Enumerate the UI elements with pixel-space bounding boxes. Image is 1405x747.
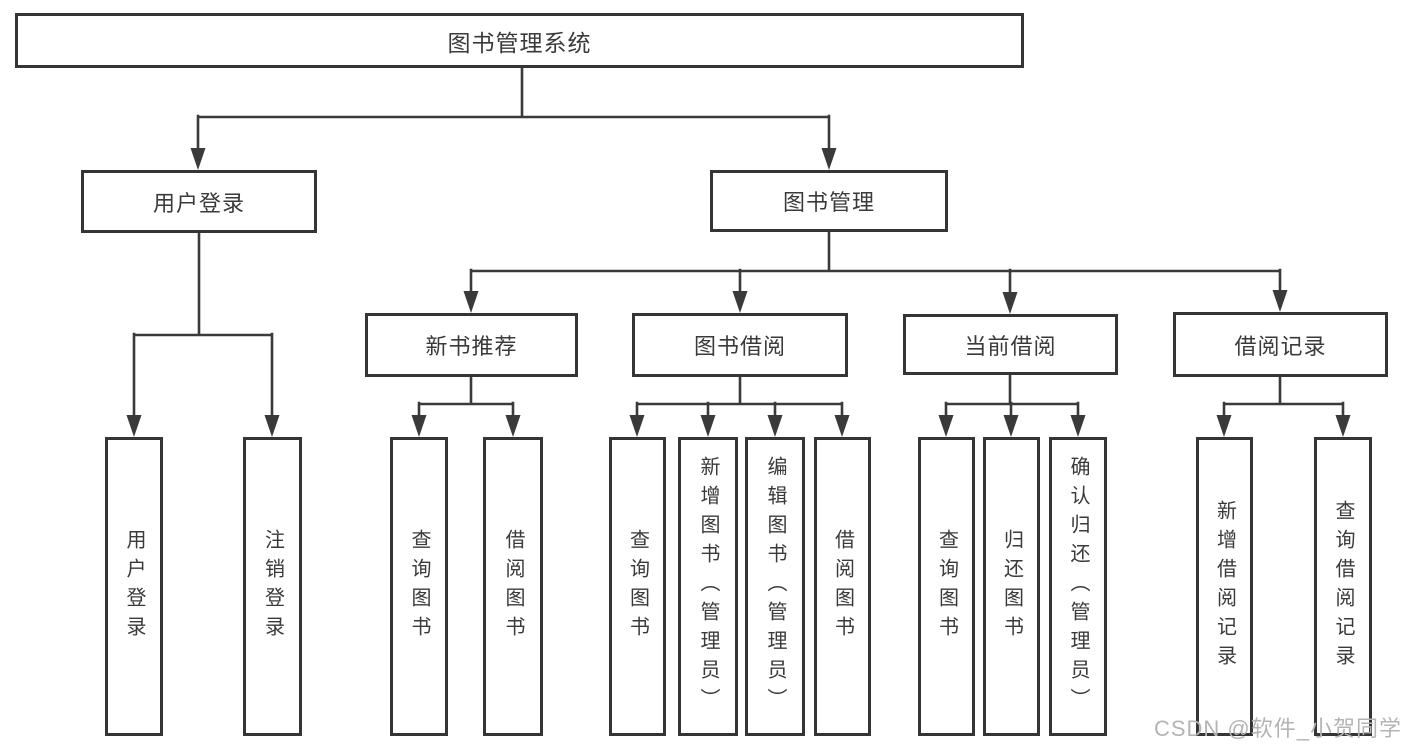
leaf-label: 新增借阅记录 [1213,499,1236,674]
leaf-borrow-books-borrowing: 借阅图书 [814,437,871,736]
leaf-label: 查询图书 [626,528,649,645]
node-borrow-records: 借阅记录 [1173,312,1388,377]
csdn-watermark: CSDN @软件_小贺同学 [1153,716,1402,741]
arrowhead [1002,292,1018,314]
arrowhead [767,415,783,437]
edge-records-split [1222,375,1345,418]
edge-current-split [944,373,1080,418]
leaf-logout: 注销登录 [243,437,302,736]
leaf-label: 确认归还（管理员） [1067,456,1089,717]
leaf-query-books-borrowing: 查询图书 [609,437,666,736]
leaf-label: 编辑图书（管理员） [764,456,786,717]
node-label: 用户登录 [152,190,245,216]
leaf-label: 借阅图书 [502,528,524,645]
leaf-label: 借阅图书 [831,528,854,645]
node-label: 图书管理系统 [447,29,592,56]
leaf-add-book-admin: 新增图书（管理员） [678,437,738,736]
arrowhead [700,415,716,437]
leaf-label: 注销登录 [261,528,284,645]
edge-mgmt-split [469,230,1282,295]
edge-rec-split [417,375,515,418]
node-label: 图书借阅 [693,334,786,359]
node-user-login: 用户登录 [81,170,317,233]
node-current-borrowing: 当前借阅 [903,314,1118,375]
node-label: 借阅记录 [1234,333,1327,359]
arrowhead [1272,290,1288,312]
arrowhead [1070,415,1086,437]
node-library-management-system: 图书管理系统 [15,13,1024,68]
leaf-return-books: 归还图书 [983,437,1040,736]
leaf-user-login: 用户登录 [105,437,163,736]
leaf-query-borrow-record: 查询借阅记录 [1314,437,1372,736]
node-book-borrowing: 图书借阅 [632,313,848,377]
arrowhead [1003,415,1019,437]
edge-login-split [132,231,274,418]
node-label: 图书管理 [782,190,875,215]
arrowhead [505,415,521,437]
arrowhead [732,291,748,313]
arrowhead [629,415,645,437]
leaf-edit-book-admin: 编辑图书（管理员） [745,437,805,736]
arrowhead [463,291,479,313]
leaf-borrow-books-recommend: 借阅图书 [483,437,543,736]
arrowhead [126,415,142,437]
leaf-add-borrow-record: 新增借阅记录 [1196,437,1253,736]
arrowhead [190,148,206,170]
leaf-label: 查询图书 [935,528,958,645]
node-label: 新书推荐 [425,334,518,359]
arrowhead [834,415,850,437]
leaf-label: 查询借阅记录 [1332,499,1354,674]
arrowhead [1335,415,1351,437]
leaf-label: 用户登录 [123,528,145,645]
node-label: 当前借阅 [964,333,1057,359]
leaf-query-books-recommend: 查询图书 [390,437,448,736]
edge-root-split [196,66,831,152]
leaf-label: 查询图书 [408,528,430,645]
leaf-label: 新增图书（管理员） [697,456,719,717]
arrowhead [1216,415,1232,437]
node-book-management: 图书管理 [710,170,948,232]
arrowhead [411,415,427,437]
arrowhead [821,148,837,170]
leaf-query-books-current: 查询图书 [918,437,975,736]
arrowhead [264,415,280,437]
leaf-confirm-return-admin: 确认归还（管理员） [1049,437,1107,736]
leaf-label: 归还图书 [1000,528,1023,645]
node-new-book-recommend: 新书推荐 [365,313,578,377]
arrowheads [126,148,1351,437]
edge-borrow-split [635,375,844,418]
arrowhead [938,415,954,437]
